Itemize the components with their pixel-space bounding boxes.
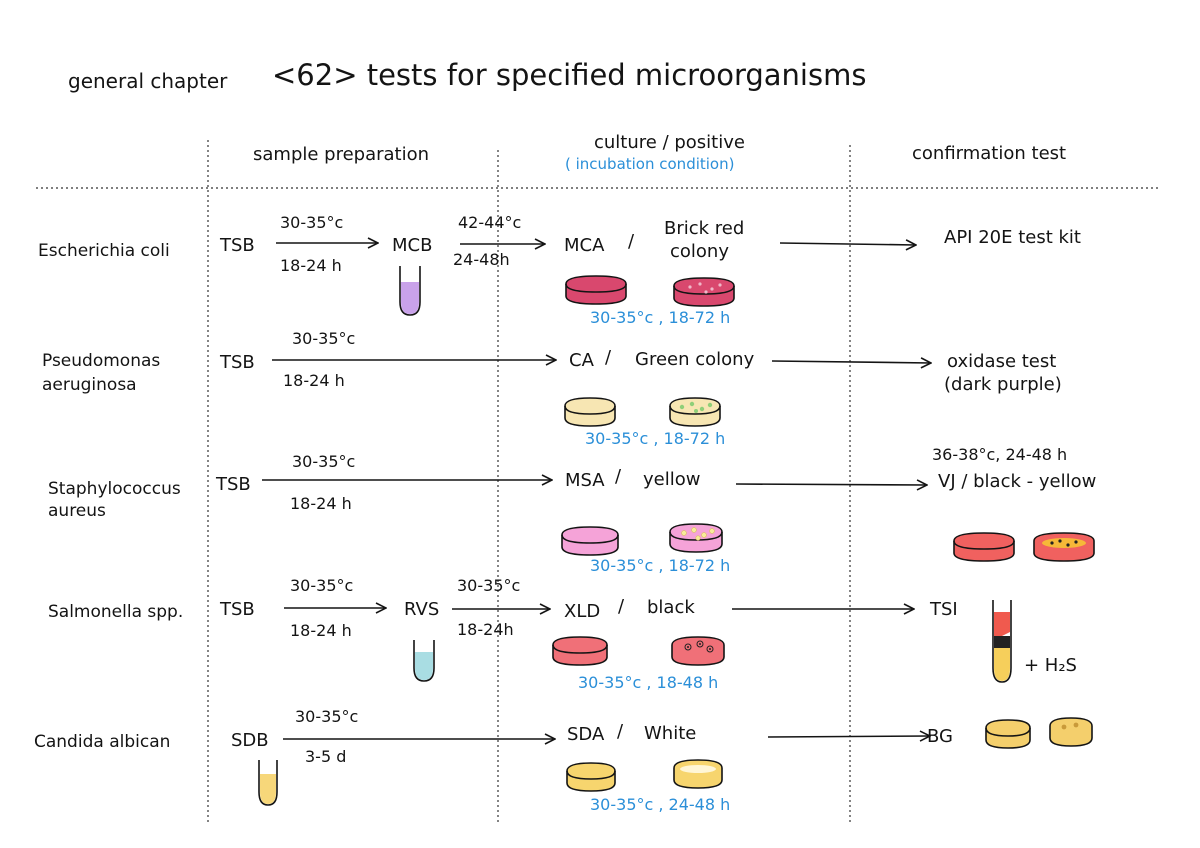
msa-plate-icon [561, 526, 619, 556]
staph-confirmation: VJ / black - yellow [938, 471, 1097, 492]
organism-staph-line2: aureus [48, 501, 106, 521]
organism-ecoli: Escherichia coli [38, 241, 170, 261]
sda-plate-icon [566, 762, 616, 792]
arrow-ecoli-confirm [779, 243, 916, 245]
pseudo-step1-temp: 30-35°c [292, 329, 356, 348]
pseudo-medium: CA [569, 350, 594, 371]
pseudo-step1-time: 18-24 h [283, 371, 345, 390]
pseudo-confirmation-line2: (dark purple) [944, 374, 1062, 395]
ecoli-broth: TSB [220, 235, 255, 256]
ecoli-incubation: 30-35°c , 18-72 h [590, 308, 731, 327]
ecoli-result-line1: Brick red [664, 218, 745, 239]
salm-sep: / [618, 596, 625, 617]
header-culture-positive: culture / positive [594, 132, 745, 153]
organism-salmonella: Salmonella spp. [48, 602, 184, 622]
sda-colony-plate-icon [673, 759, 723, 789]
arrow-pseudo-confirm [771, 361, 931, 363]
candida-broth: SDB [231, 730, 269, 751]
candida-medium: SDA [567, 724, 605, 745]
pseudo-confirmation-line1: oxidase test [947, 351, 1057, 372]
salm-enrichment: RVS [404, 599, 440, 620]
staph-incubation: 30-35°c , 18-72 h [590, 556, 731, 575]
ecoli-enrichment: MCB [392, 235, 433, 256]
candida-sep: / [617, 721, 624, 742]
vj-colony-plate-icon [1033, 532, 1095, 562]
salm-confirmation: TSI [930, 599, 958, 620]
ca-colony-plate-icon [669, 397, 721, 427]
salm-result: black [647, 597, 695, 618]
staph-confirmation-cond: 36-38°c, 24-48 h [932, 445, 1068, 464]
pseudo-sep: / [605, 347, 612, 368]
organism-candida: Candida albican [34, 732, 171, 752]
title-prefix: general chapter [68, 69, 228, 93]
staph-result: yellow [643, 469, 701, 490]
msa-colony-plate-icon [669, 523, 723, 553]
header-confirmation-test: confirmation test [912, 143, 1067, 164]
xld-colony-plate-icon [671, 636, 725, 666]
mca-plate-icon [565, 275, 627, 305]
salm-step2-time: 18-24h [457, 620, 514, 639]
staph-step1-time: 18-24 h [290, 494, 352, 513]
staph-sep: / [615, 466, 622, 487]
vj-plate-icon [953, 532, 1015, 562]
bg-plate-icon [985, 719, 1031, 749]
ecoli-sep: / [628, 231, 635, 252]
ecoli-confirmation: API 20E test kit [944, 227, 1081, 248]
pseudo-result: Green colony [635, 349, 755, 370]
salm-step1-temp: 30-35°c [290, 576, 354, 595]
pseudo-incubation: 30-35°c , 18-72 h [585, 429, 726, 448]
ecoli-step2-temp: 42-44°c [458, 213, 522, 232]
salm-incubation: 30-35°c , 18-48 h [578, 673, 719, 692]
header-sample-preparation: sample preparation [253, 144, 430, 165]
page-title: <62> tests for specified microorganisms [272, 58, 867, 92]
pseudo-broth: TSB [220, 352, 255, 373]
candida-result: White [644, 723, 697, 744]
staph-step1-temp: 30-35°c [292, 452, 356, 471]
bg-colony-plate-icon [1049, 717, 1093, 747]
ecoli-step2-time: 24-48h [453, 250, 510, 269]
ecoli-medium: MCA [564, 235, 605, 256]
arrow-candida-confirm [767, 736, 930, 737]
organism-pseudomonas-line1: Pseudomonas [42, 351, 161, 371]
xld-plate-icon [552, 636, 608, 666]
sdb-tube-icon [258, 760, 278, 806]
candida-step1-temp: 30-35°c [295, 707, 359, 726]
salm-medium: XLD [564, 601, 601, 622]
candida-incubation: 30-35°c , 24-48 h [590, 795, 731, 814]
tsi-tube-icon [992, 600, 1012, 683]
header-incubation-condition: ( incubation condition) [565, 155, 735, 173]
organism-pseudomonas-line2: aeruginosa [42, 375, 137, 395]
rvs-tube-icon [413, 640, 435, 682]
organism-staph-line1: Staphylococcus [48, 479, 181, 499]
salm-h2s: + H₂S [1024, 655, 1077, 676]
candida-confirmation: BG [927, 726, 953, 747]
candida-step1-time: 3-5 d [305, 747, 347, 766]
salm-step1-time: 18-24 h [290, 621, 352, 640]
ecoli-result-line2: colony [670, 241, 729, 262]
mcb-tube-icon [399, 266, 421, 316]
staph-medium: MSA [565, 470, 605, 491]
staph-broth: TSB [216, 474, 251, 495]
ca-plate-icon [564, 397, 616, 427]
mca-colony-plate-icon [673, 277, 735, 307]
ecoli-step1-time: 18-24 h [280, 256, 342, 275]
salm-broth: TSB [220, 599, 255, 620]
ecoli-step1-temp: 30-35°c [280, 213, 344, 232]
salm-step2-temp: 30-35°c [457, 576, 521, 595]
arrow-staph-confirm [735, 484, 927, 485]
